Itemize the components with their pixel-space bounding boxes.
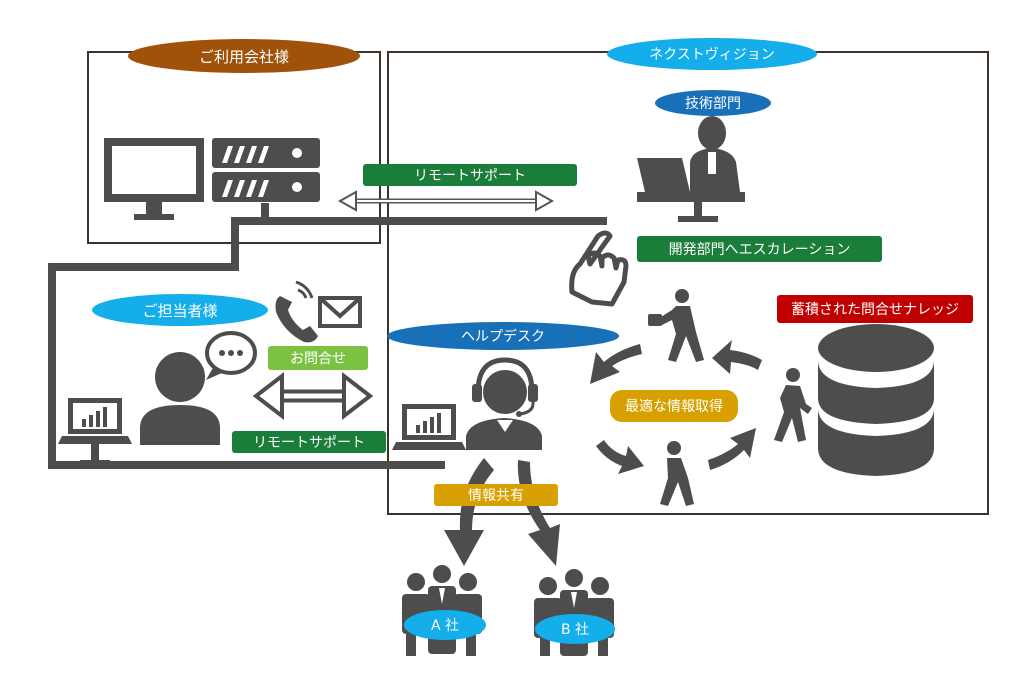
helpdesk-label: ヘルプデスク — [387, 322, 619, 350]
phone-icon — [275, 280, 318, 343]
mail-icon — [318, 296, 362, 328]
database-icon — [818, 324, 934, 476]
laptop-icon — [58, 398, 132, 466]
person-in-charge-label: ご担当者様 — [92, 294, 268, 326]
info-sharing-label: 情報共有 — [434, 484, 558, 506]
walking-person-icon — [660, 441, 694, 506]
inquiry-arrow — [252, 371, 374, 421]
remote-support-top-label: リモートサポート — [363, 164, 577, 186]
monitor-icon — [104, 138, 204, 220]
cycle-arrow — [590, 340, 762, 474]
pointing-hand-icon — [569, 230, 629, 307]
walking-person-icon — [648, 289, 704, 362]
escalation-label: 開発部門へエスカレーション — [637, 236, 882, 262]
remote-support-arrow-top — [337, 190, 555, 212]
walking-person-icon — [774, 368, 812, 442]
tech-dept-label: 技術部門 — [655, 90, 771, 116]
tech-person-icon — [637, 116, 745, 222]
server-stand-base — [248, 218, 282, 224]
server-stand — [261, 203, 269, 221]
user-icon — [140, 352, 220, 445]
helpdesk-operator-icon — [466, 357, 542, 450]
client-company-label: ご利用会社様 — [128, 39, 360, 73]
speech-bubble-icon — [205, 331, 257, 380]
company-b-label: B 社 — [535, 614, 615, 644]
server-icon — [212, 138, 320, 202]
info-sharing-arrow — [444, 458, 560, 566]
knowledge-label: 蓄積された問合せナレッジ — [777, 295, 973, 323]
company-a-label: A 社 — [404, 610, 486, 640]
laptop-icon — [392, 404, 466, 450]
remote-support-bottom-label: リモートサポート — [232, 431, 386, 453]
nextvision-label: ネクストヴィジョン — [607, 38, 817, 70]
network-cable — [48, 217, 607, 469]
inquiry-label: お問合せ — [268, 346, 368, 370]
optimal-info-label: 最適な情報取得 — [610, 390, 738, 422]
